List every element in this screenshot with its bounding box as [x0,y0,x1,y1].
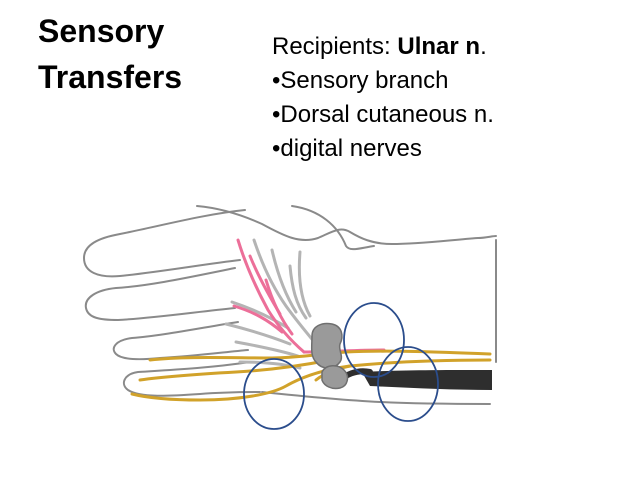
target-circles [243,302,439,430]
recipient-item-2: Dorsal cutaneous n. [272,98,493,132]
recipients-bold: Ulnar n [397,33,481,60]
circle-digital-nerves [243,358,305,430]
recipient-item-1: Sensory branch [272,64,494,98]
palm-bottom [261,391,491,405]
finger-ring [112,321,249,361]
recipients-heading: Recipients: Ulnar n. [272,30,494,64]
title-line-1: Sensory [38,13,165,49]
recipient-item-3: digital nerves [272,132,494,166]
nerve-junction [310,322,349,390]
finger-middle [84,267,236,321]
finger-index [83,209,246,278]
thumb [196,205,497,245]
finger-little [122,361,261,397]
circle-dorsal-cutaneous [377,346,439,422]
pink-nerve [232,238,386,354]
hand-outline [83,205,497,405]
thumb-web [291,205,375,251]
recipients-list: Recipients: Ulnar n. Sensory branch Dors… [272,30,494,166]
circle-sensory-branch [343,302,405,378]
slide-title: Sensory Transfers [38,8,182,100]
recipients-prefix: Recipients: [272,33,398,60]
recipients-suffix: . [480,33,487,60]
title-line-2: Transfers [38,59,183,95]
dark-nerve-trunk [337,368,492,390]
